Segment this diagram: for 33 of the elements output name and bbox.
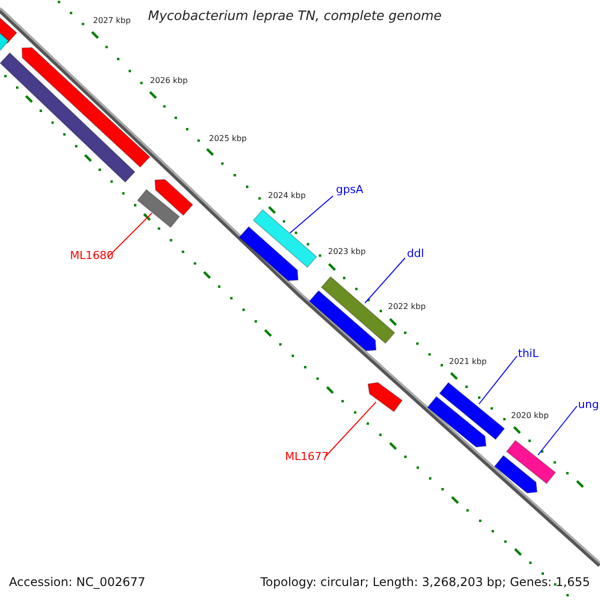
gene-bar <box>136 188 180 228</box>
gene-bar <box>494 454 538 494</box>
gene-bar <box>308 290 377 352</box>
gene-bar <box>238 226 299 282</box>
gene-bar <box>0 52 136 183</box>
genome-info-text: Topology: circular; Length: 3,268,203 bp; Genes: 1,655 <box>260 576 590 588</box>
gene-label: ung <box>578 399 599 410</box>
scale-label: 2020 kbp <box>511 412 549 420</box>
gene-label: ML1680 <box>70 250 114 261</box>
gene-bar <box>438 382 506 440</box>
gene-label: ddl <box>407 248 424 259</box>
gene-bar <box>367 382 403 412</box>
gene-bar <box>506 440 556 484</box>
scale-label: 2023 kbp <box>328 248 366 256</box>
leader-line <box>324 402 376 458</box>
title: Mycobacterium leprae TN, complete genome <box>148 10 442 23</box>
scale-label: 2026 kbp <box>150 77 188 85</box>
scale-label: 2021 kbp <box>449 358 487 366</box>
scale-label: 2024 kbp <box>268 192 306 200</box>
gene-label: thiL <box>518 348 538 359</box>
accession-text: Accession: NC_002677 <box>9 576 146 588</box>
leader-line <box>538 406 578 456</box>
gene-bar <box>21 47 150 168</box>
gene-bar <box>426 396 487 448</box>
leader-line <box>108 212 152 258</box>
scale-label: 2027 kbp <box>93 17 131 25</box>
scale-label: 2025 kbp <box>209 135 247 143</box>
gene-label: gpsA <box>336 184 364 195</box>
gene-label: ML1677 <box>285 451 329 462</box>
gene-bar <box>154 179 194 216</box>
scale-label: 2022 kbp <box>388 303 426 311</box>
gene-bar <box>252 209 318 268</box>
leader-line <box>364 258 406 304</box>
